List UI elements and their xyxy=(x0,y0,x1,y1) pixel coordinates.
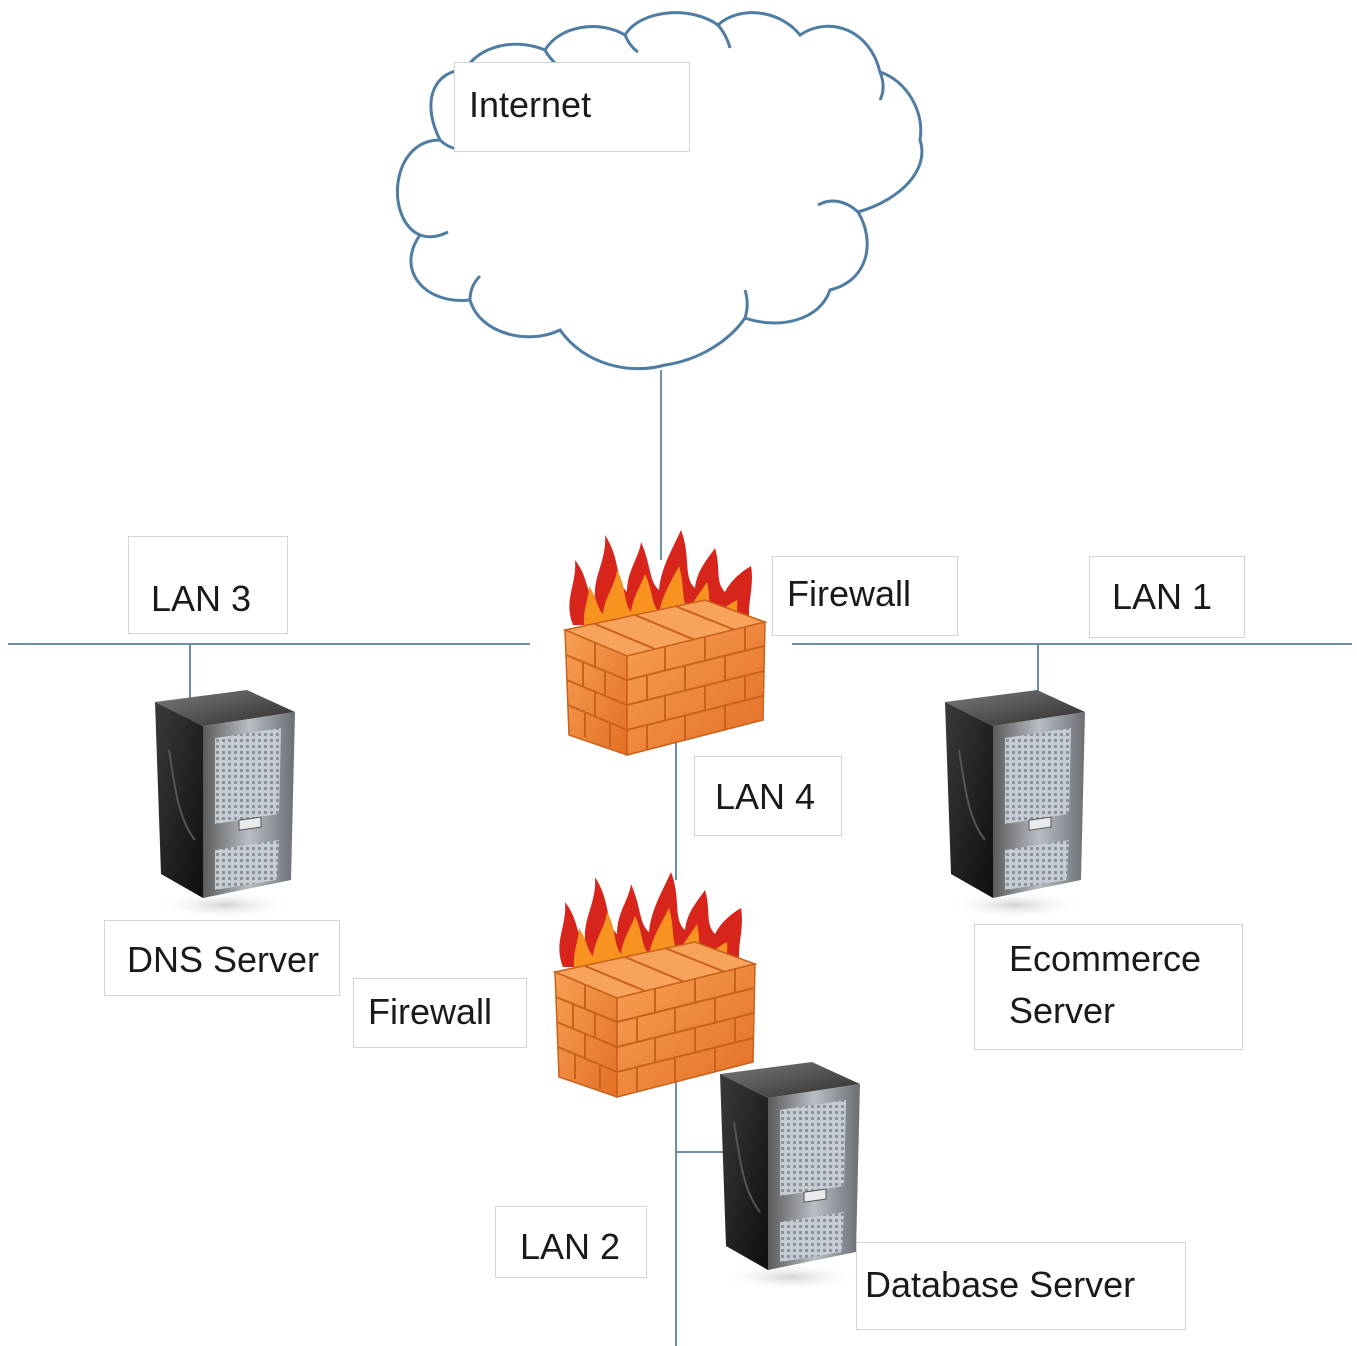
network-links xyxy=(8,370,1352,1346)
database-server-icon xyxy=(720,1062,861,1292)
firewall-bottom-icon xyxy=(554,872,756,1098)
dns-server-label: DNS Server xyxy=(104,920,340,996)
ecommerce-server-label-line2: Server xyxy=(1009,990,1116,1031)
dns-server-icon xyxy=(155,690,296,920)
ecommerce-server-label-line1: Ecommerce xyxy=(1009,938,1202,979)
lan4-label: LAN 4 xyxy=(694,756,842,836)
lan1-label: LAN 1 xyxy=(1089,556,1245,638)
ecommerce-server-label: Ecommerce Server xyxy=(974,924,1243,1050)
lan3-label: LAN 3 xyxy=(128,536,288,634)
firewall-top-label: Firewall xyxy=(772,556,958,636)
database-server-label: Database Server xyxy=(856,1242,1186,1330)
lan2-label: LAN 2 xyxy=(495,1206,647,1278)
firewall-bottom-label: Firewall xyxy=(353,978,527,1048)
firewall-top-icon xyxy=(564,530,766,756)
internet-label: Internet xyxy=(454,62,690,152)
ecommerce-server-icon xyxy=(945,690,1086,920)
